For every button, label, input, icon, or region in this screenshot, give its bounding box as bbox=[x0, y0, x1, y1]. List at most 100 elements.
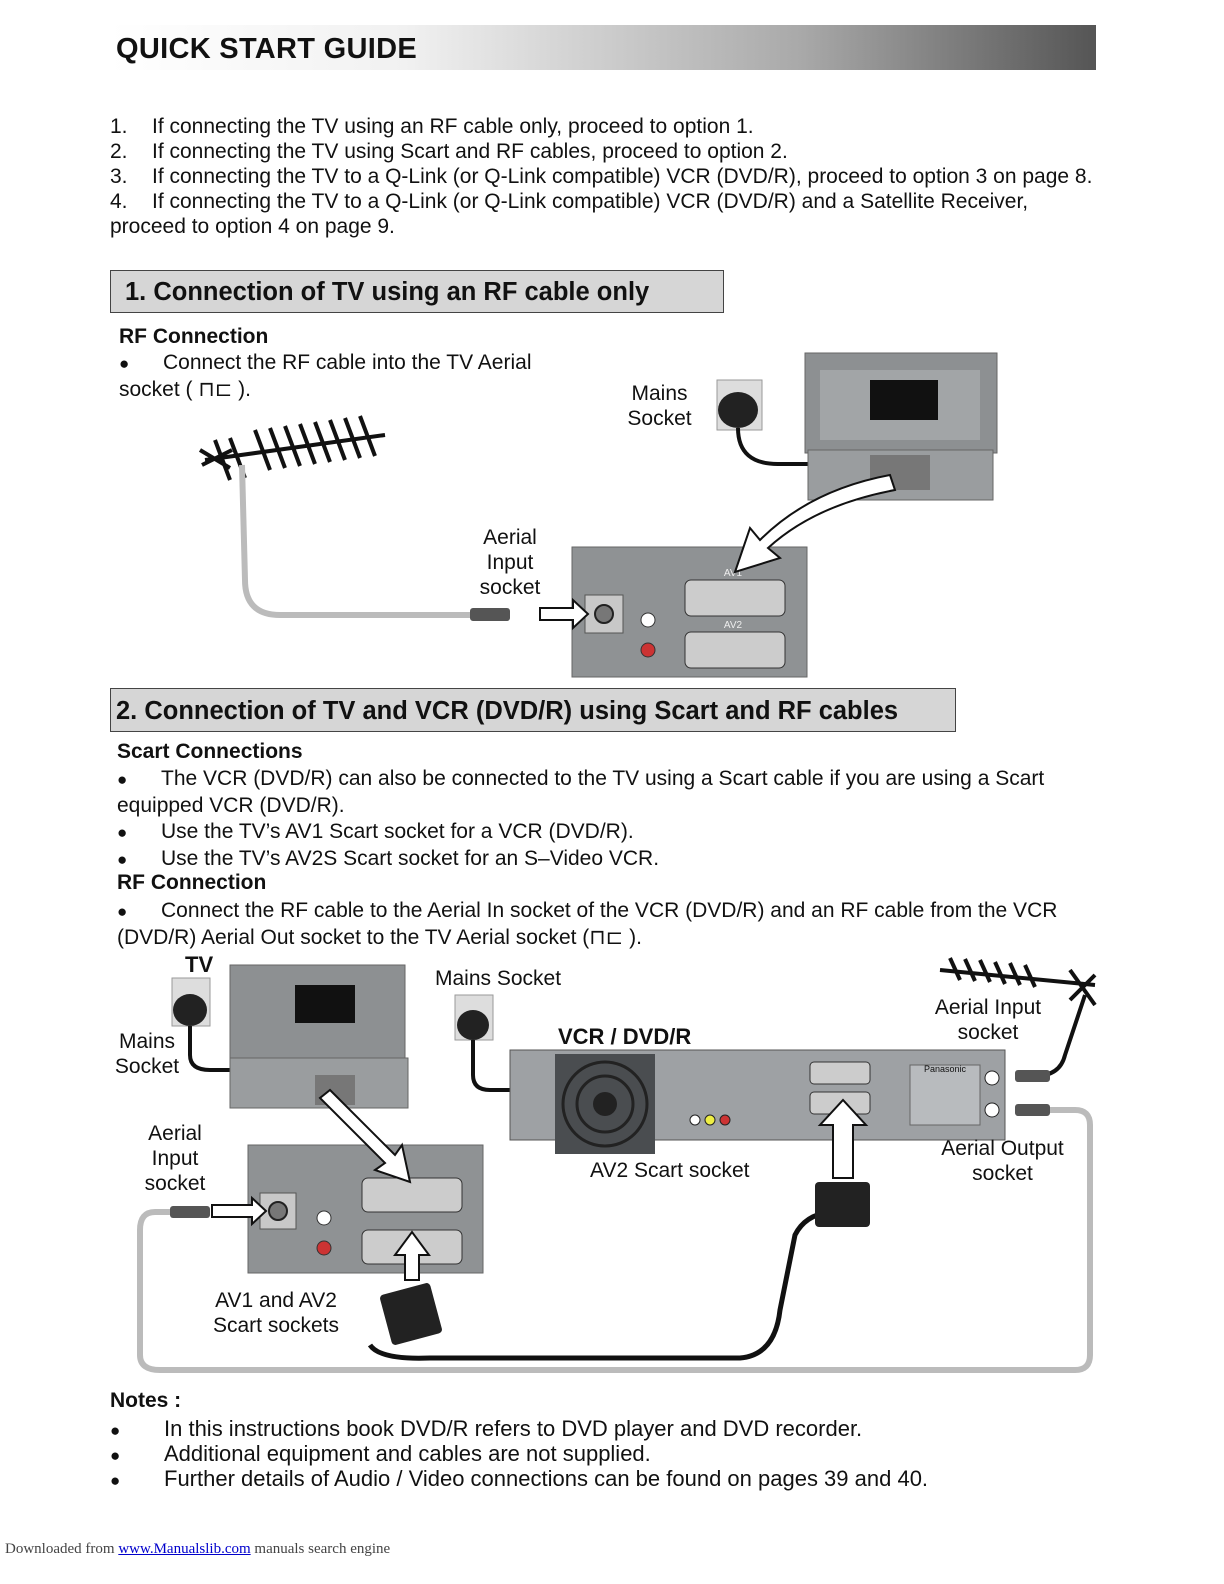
bullet-icon: ● bbox=[117, 850, 128, 869]
section1-diagram: AV1 AV2 bbox=[198, 352, 998, 678]
scart-bullets: ● The VCR (DVD/R) can also be connected t… bbox=[117, 766, 1102, 873]
mains-socket-label: Mains Socket bbox=[612, 381, 707, 431]
bullet-text: The VCR (DVD/R) can also be connected to… bbox=[117, 767, 1045, 817]
label-line: Aerial bbox=[483, 526, 537, 549]
av2-panel-label: AV2 bbox=[724, 620, 743, 631]
scart-plug-icon bbox=[815, 1182, 870, 1227]
bullet-icon: ● bbox=[117, 823, 128, 842]
title-bar: QUICK START GUIDE bbox=[110, 25, 1096, 70]
mains-cable bbox=[188, 1026, 235, 1072]
antenna-icon bbox=[939, 957, 1097, 1007]
rf-subheading: RF Connection bbox=[117, 871, 267, 894]
note-text: Additional equipment and cables are not … bbox=[164, 1441, 651, 1466]
mains-cable bbox=[471, 1040, 555, 1092]
vcr-label: VCR / DVD/R bbox=[558, 1024, 692, 1049]
av1-panel-label: AV1 bbox=[724, 568, 743, 579]
bullet-icon: ● bbox=[110, 1421, 121, 1440]
label-line: Aerial Input bbox=[934, 996, 1042, 1019]
arrow-icon bbox=[817, 1098, 869, 1179]
label-line: Scart sockets bbox=[212, 1314, 340, 1337]
intro-list: 1.If connecting the TV using an RF cable… bbox=[110, 114, 1100, 239]
footer-suffix: manuals search engine bbox=[254, 1541, 391, 1557]
tv-aerial-input-label: Aerial Input socket bbox=[133, 1121, 217, 1196]
arrow-icon bbox=[318, 1088, 412, 1184]
tv-connector-panel: AV1 AV2 bbox=[571, 546, 808, 678]
label-line: socket bbox=[957, 1021, 1019, 1044]
bullet-icon: ● bbox=[110, 1471, 121, 1490]
notes-list: ● In this instructions book DVD/R refers … bbox=[110, 1417, 1100, 1492]
footer: Downloaded from www.Manualslib.com manua… bbox=[5, 1541, 390, 1558]
bullet-text: Use the TV’s AV2S Scart socket for an S–… bbox=[161, 847, 660, 870]
intro-num: 3. bbox=[110, 165, 128, 188]
aerial-input-label: Aerial Input socket bbox=[465, 525, 555, 600]
bullet-icon: ● bbox=[110, 1446, 121, 1465]
aerial-input-label: Aerial Input socket bbox=[918, 995, 1058, 1045]
mains-plug-icon bbox=[173, 994, 207, 1026]
tv-label: TV bbox=[185, 952, 214, 977]
rf-plug bbox=[1015, 1070, 1050, 1082]
arrow-icon bbox=[393, 1230, 431, 1281]
bullet-text: Use the TV’s AV1 Scart socket for a VCR … bbox=[161, 820, 634, 843]
aerial-output-label: Aerial Output socket bbox=[930, 1136, 1075, 1186]
section2-diagram: Panasonic bbox=[137, 957, 1097, 1373]
tv-mains-label: Mains Socket bbox=[104, 1029, 190, 1079]
footer-prefix: Downloaded from bbox=[5, 1541, 115, 1557]
label-line: socket bbox=[479, 576, 541, 599]
rf-plug bbox=[170, 1206, 210, 1218]
mains-plug-icon bbox=[718, 392, 758, 428]
tv-connector-panel bbox=[247, 1144, 484, 1274]
bullet-text: Connect the RF cable into the TV Aerial bbox=[163, 351, 532, 374]
scart-plug-icon bbox=[380, 1283, 442, 1345]
intro-num: 4. bbox=[110, 190, 128, 213]
av2-scart-label: AV2 Scart socket bbox=[590, 1159, 750, 1182]
label-line: Mains bbox=[118, 1030, 176, 1053]
label-line: Aerial Output bbox=[941, 1137, 1064, 1160]
rf-plug bbox=[1015, 1104, 1050, 1116]
rf-loop-cable bbox=[137, 1107, 1093, 1373]
bullet-icon: ● bbox=[119, 354, 130, 373]
brand-label: Panasonic bbox=[924, 1064, 967, 1074]
label-line: Input bbox=[151, 1147, 199, 1170]
intro-item: 1.If connecting the TV using an RF cable… bbox=[110, 114, 1100, 139]
section2-heading: 2. Connection of TV and VCR (DVD/R) usin… bbox=[110, 688, 956, 732]
footer-link[interactable]: www.Manualslib.com bbox=[118, 1541, 251, 1557]
rf-plug bbox=[470, 608, 510, 621]
intro-num: 2. bbox=[110, 140, 128, 163]
scart-subheading: Scart Connections bbox=[117, 740, 303, 763]
bullet-icon: ● bbox=[117, 902, 128, 921]
label-line: Mains bbox=[631, 382, 688, 405]
tv-back-icon bbox=[229, 964, 409, 1109]
av-sockets-label: AV1 and AV2 Scart sockets bbox=[200, 1288, 352, 1338]
mains-plug-icon bbox=[457, 1010, 489, 1040]
section1-bullet: ● Connect the RF cable into the TV Aerial… bbox=[119, 350, 579, 403]
note-text: In this instructions book DVD/R refers t… bbox=[164, 1416, 863, 1441]
section1-subheading: RF Connection bbox=[119, 325, 269, 348]
list-item: ● Additional equipment and cables are not… bbox=[110, 1442, 1100, 1467]
antenna-icon bbox=[198, 415, 386, 481]
vcr-back-icon: Panasonic bbox=[509, 1049, 1006, 1154]
intro-item: 2. If connecting the TV using Scart and R… bbox=[110, 139, 1100, 164]
label-line: socket bbox=[972, 1162, 1033, 1185]
tv-back-icon bbox=[804, 352, 998, 501]
aerial-cable bbox=[239, 464, 470, 618]
bullet-text: Connect the RF cable to the Aerial In so… bbox=[117, 899, 1058, 949]
intro-text: If connecting the TV using an RF cable o… bbox=[152, 115, 754, 138]
arrow-icon bbox=[733, 473, 897, 574]
mains-socket-label: Mains Socket bbox=[435, 967, 562, 990]
label-line: Input bbox=[486, 551, 534, 574]
intro-text: If connecting the TV to a Q-Link (or Q-L… bbox=[110, 190, 1029, 238]
bullet-text: socket ( ⊓⊏ ). bbox=[119, 378, 251, 401]
label-line: Socket bbox=[627, 407, 692, 430]
scart-cable bbox=[367, 1209, 831, 1361]
intro-text: If connecting the TV using Scart and RF … bbox=[152, 140, 788, 163]
label-line: Aerial bbox=[148, 1122, 202, 1145]
intro-item: 3.If connecting the TV to a Q-Link (or Q… bbox=[110, 164, 1100, 189]
mains-cable bbox=[736, 427, 870, 467]
page-title: QUICK START GUIDE bbox=[116, 33, 418, 65]
section1-heading: 1. Connection of TV using an RF cable on… bbox=[110, 270, 724, 313]
label-line: socket bbox=[144, 1172, 206, 1195]
arrow-icon bbox=[539, 597, 590, 631]
list-item: ●Further details of Audio / Video connec… bbox=[110, 1467, 1100, 1492]
intro-item: 4.If connecting the TV to a Q-Link (or Q… bbox=[110, 189, 1100, 239]
arrow-icon bbox=[211, 1195, 268, 1227]
